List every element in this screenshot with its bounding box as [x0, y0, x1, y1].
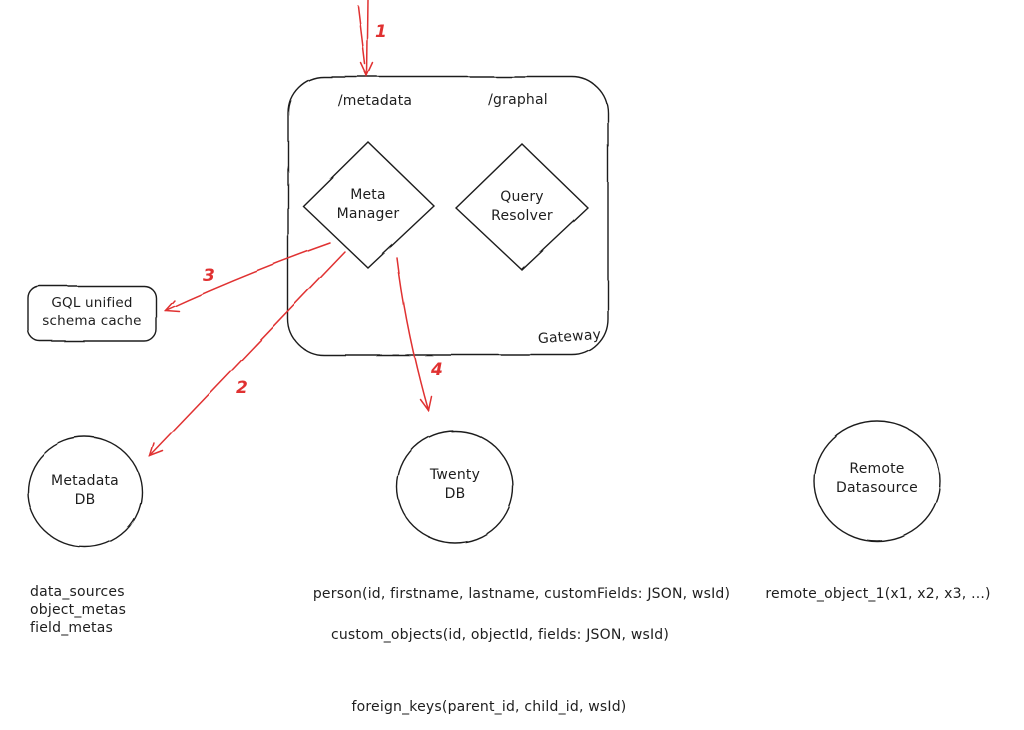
gateway-box: [287, 76, 609, 356]
metadata-db-label: Metadata DB: [51, 473, 119, 508]
remote-datasource-table-text: remote_object_1(x1, x2, x3, ...): [765, 586, 991, 602]
arrow-4-step-label: 4: [431, 360, 443, 380]
arrow-4: [396, 257, 432, 412]
gql-cache-label: GQL unified schema cache: [42, 295, 142, 329]
twenty-db-person-table-text: person(id, firstname, lastname, customFi…: [312, 586, 731, 602]
remote-datasource-circle: [813, 420, 941, 542]
twenty-db-label: Twenty DB: [429, 467, 481, 502]
meta-manager-diamond: [301, 141, 436, 269]
arrow-1: [357, 0, 374, 78]
twenty-db-circle: [396, 430, 514, 544]
arrow-1-step-label: 1: [375, 22, 387, 42]
gateway-endpoint-metadata-label: /metadata: [337, 93, 413, 109]
metadata-db-circle: [27, 436, 143, 548]
twenty-db-foreign-keys-table-text: foreign_keys(parent_id, child_id, wsId): [351, 699, 627, 715]
metadata-db-tables-text: data_sources object_metas field_metas: [30, 584, 127, 636]
arrow-2-step-label: 2: [236, 378, 248, 398]
gql-cache-box: [27, 285, 157, 342]
meta-manager-label: Meta Manager: [336, 187, 400, 222]
arrow-3-step-label: 3: [203, 266, 215, 286]
arrow-3: [163, 242, 331, 312]
gateway-endpoint-graphql-label: /graphal: [488, 92, 548, 108]
remote-datasource-label: Remote Datasource: [836, 461, 918, 496]
arrow-2: [148, 251, 346, 458]
twenty-db-custom-objects-table-text: custom_objects(id, objectId, fields: JSO…: [330, 627, 670, 643]
query-resolver-label: Query Resolver: [491, 189, 553, 224]
query-resolver-diamond: [454, 143, 590, 271]
